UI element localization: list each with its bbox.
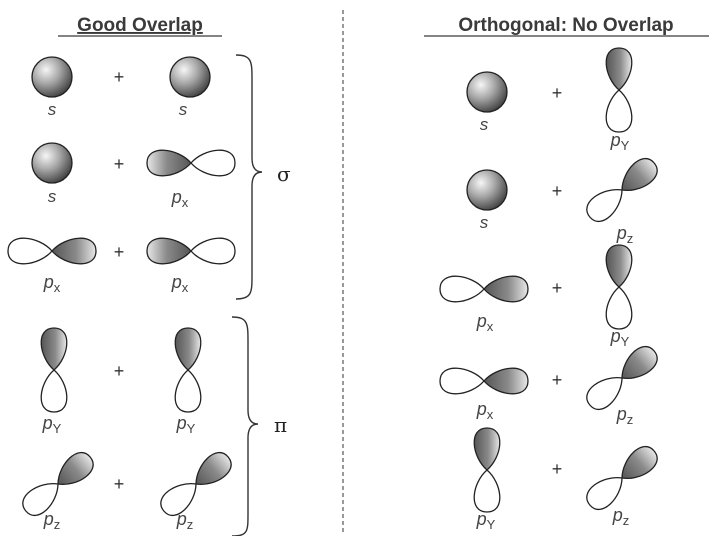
good-row-py-py: + pY pY: [40, 327, 202, 436]
orbital-label-py: pY: [610, 130, 630, 153]
py-orbital-icon: [605, 47, 633, 133]
orthogonal-row-s-py: + s pY: [466, 47, 633, 153]
s-orbital-icon: [466, 71, 508, 113]
px-orbital-icon: [439, 367, 529, 395]
orbital-label-py: pY: [176, 413, 196, 436]
orthogonal-row-s-pz: + s pz: [466, 152, 663, 246]
px-orbital-icon: [146, 237, 236, 265]
orbital-label-s: s: [480, 213, 489, 232]
orbital-label-py: pY: [610, 326, 630, 349]
px-orbital-icon: [439, 275, 529, 303]
pz-orbital-icon: [581, 152, 663, 228]
orbital-label-s: s: [48, 100, 57, 119]
orthogonal-row-px-pz: + px pz: [439, 340, 663, 427]
s-orbital-icon: [31, 142, 73, 184]
plus-sign: +: [114, 67, 125, 87]
px-orbital-icon: [7, 237, 97, 265]
orbital-label-py: pY: [42, 413, 62, 436]
s-orbital-icon: [31, 56, 73, 98]
orbital-label-s: s: [179, 100, 188, 119]
orbital-label-pz: pz: [176, 509, 194, 532]
plus-sign: +: [552, 83, 563, 103]
py-orbital-icon: [40, 327, 68, 413]
plus-sign: +: [552, 278, 563, 298]
orbital-label-py: pY: [476, 509, 496, 532]
plus-sign: +: [552, 181, 563, 201]
pz-orbital-icon: [155, 446, 237, 522]
py-orbital-icon: [605, 244, 633, 330]
sigma-brace: [235, 54, 263, 300]
plus-sign: +: [114, 361, 125, 381]
pz-orbital-icon: [17, 446, 99, 522]
orthogonal-row-px-py: + px pY: [439, 244, 633, 349]
py-orbital-icon: [473, 427, 501, 513]
orbital-label-pz: pz: [616, 223, 634, 246]
orbital-label-px: px: [171, 272, 189, 295]
s-orbital-icon: [466, 169, 508, 211]
py-orbital-icon: [174, 327, 202, 413]
good-row-s-s: + s s: [31, 56, 211, 119]
plus-sign: +: [114, 154, 125, 174]
plus-sign: +: [552, 370, 563, 390]
pi-brace: [231, 316, 259, 536]
good-row-px-px: + px px: [7, 237, 236, 295]
good-row-s-px: + s px: [31, 142, 236, 210]
px-orbital-icon: [146, 149, 236, 177]
orbital-label-pz: pz: [43, 509, 61, 532]
orbital-label-pz: pz: [612, 505, 630, 528]
orbital-label-pz: pz: [616, 404, 634, 427]
pz-orbital-icon: [581, 440, 663, 516]
plus-sign: +: [114, 474, 125, 494]
good-row-pz-pz: + pz pz: [17, 446, 237, 532]
orbital-label-s: s: [48, 187, 57, 206]
orbital-label-px: px: [43, 272, 61, 295]
sigma-label: σ: [277, 162, 291, 186]
orbital-label-px: px: [476, 311, 494, 334]
plus-sign: +: [552, 459, 563, 479]
orbital-label-px: px: [171, 187, 189, 210]
orbital-label-px: px: [476, 399, 494, 422]
good-overlap-heading: Good Overlap: [77, 15, 203, 36]
orthogonal-row-py-pz: + pY pz: [473, 427, 663, 532]
orthogonal-heading: Orthogonal: No Overlap: [458, 15, 673, 36]
orbital-label-s: s: [480, 115, 489, 134]
plus-sign: +: [114, 242, 125, 262]
s-orbital-icon: [169, 56, 211, 98]
pi-label: π: [274, 413, 287, 437]
